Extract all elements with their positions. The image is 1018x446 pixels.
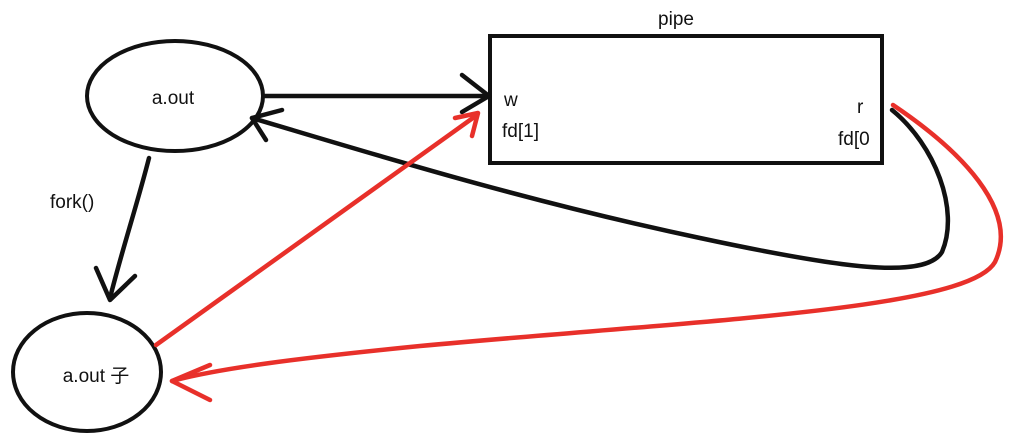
child-process-label: a.out 子 bbox=[63, 366, 130, 387]
parent-process: a.out bbox=[85, 39, 265, 153]
pipe-rectangle bbox=[488, 34, 884, 165]
pipe-box: pipe w fd[1] r fd[0 bbox=[488, 9, 884, 165]
pipe-read-to-child-arrowhead bbox=[169, 362, 213, 403]
parent-process-label: a.out bbox=[152, 88, 195, 109]
pipe-read-end-label: r bbox=[857, 97, 864, 118]
child-process-ellipse bbox=[11, 311, 163, 433]
pipe-read-to-child-arrow bbox=[169, 102, 1003, 384]
fork-arrow bbox=[107, 155, 152, 301]
parent-arrows bbox=[93, 72, 951, 303]
child-to-pipe-write-arrow bbox=[153, 112, 480, 348]
pipe-write-fd-label: fd[1] bbox=[502, 121, 539, 142]
fork-arrowhead bbox=[93, 265, 138, 303]
pipe-title: pipe bbox=[658, 9, 694, 30]
pipe-read-fd-label: fd[0 bbox=[838, 129, 870, 150]
child-arrows bbox=[153, 102, 1003, 403]
child-process: a.out 子 bbox=[11, 311, 163, 433]
pipe-read-to-parent-arrow bbox=[249, 107, 951, 271]
pipe-write-end-label: w bbox=[503, 90, 518, 111]
child-to-pipe-write-arrowhead bbox=[452, 110, 481, 139]
pipe-read-to-parent-arrowhead bbox=[249, 107, 285, 143]
parent-to-pipe-write-arrowhead bbox=[459, 72, 492, 115]
fork-label: fork() bbox=[50, 192, 94, 213]
